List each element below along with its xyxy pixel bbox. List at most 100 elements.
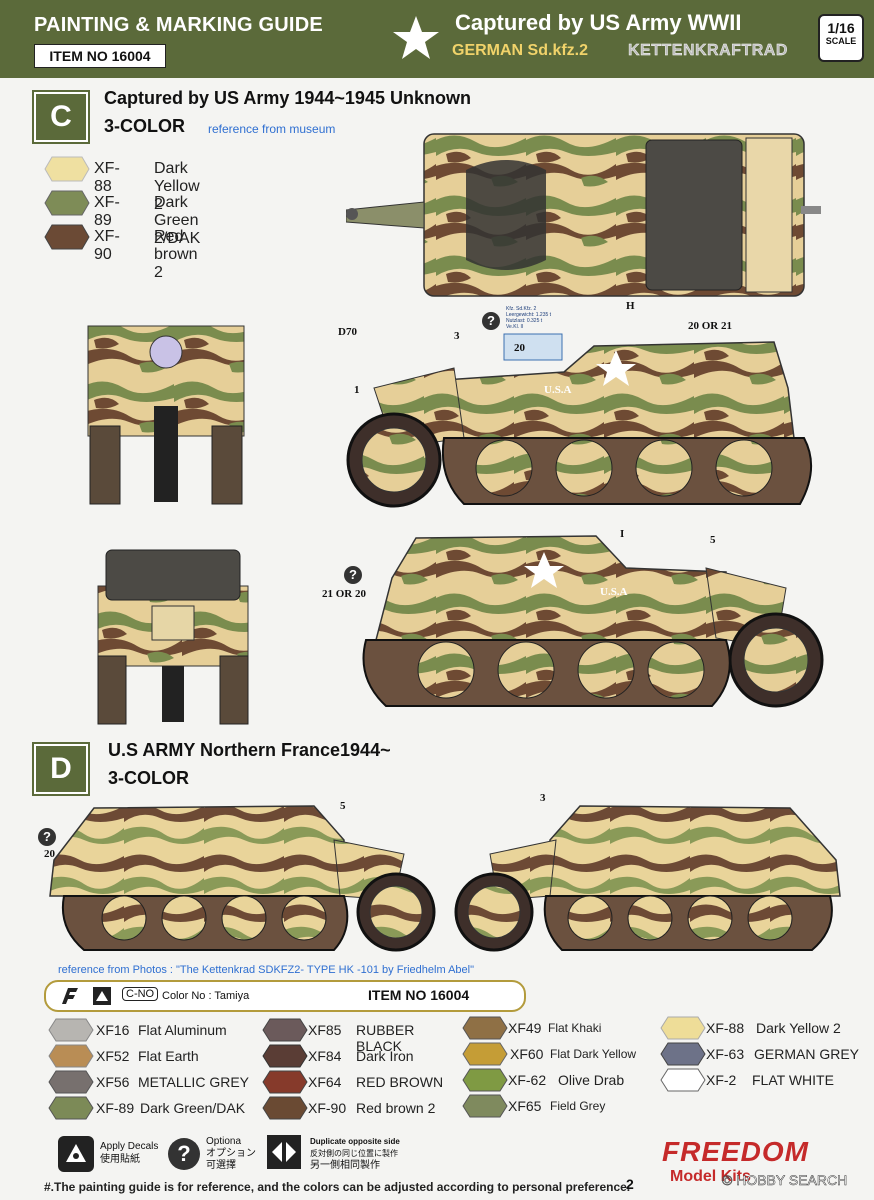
side-view-right-drawing bbox=[362, 535, 824, 708]
palette-column-1: XF16 Flat Aluminum XF52 Flat Earth XF56 … bbox=[48, 1018, 278, 1122]
scheme-d-title: U.S ARMY Northern France1944~ bbox=[108, 740, 391, 760]
apply-decals-en: Apply Decals bbox=[100, 1141, 159, 1152]
palette-code: XF16 bbox=[96, 1022, 130, 1038]
palette-name: Flat Khaki bbox=[548, 1021, 602, 1035]
optional-en: Optiona bbox=[206, 1136, 242, 1147]
palette-name: Dark Green/DAK bbox=[140, 1100, 246, 1116]
color-number-bar: C-NO Color No : Tamiya ITEM NO 16004 bbox=[44, 980, 526, 1012]
side-view-left-drawing bbox=[346, 333, 813, 508]
header-subtitle-name: KETTENKRAFTRAD bbox=[628, 42, 788, 59]
scale-value: 1/16 bbox=[827, 20, 855, 36]
data-plate: Kfz. Sd.Kfz. 2 Leergewicht: 1.235 t Nutz… bbox=[506, 306, 551, 330]
plate-line: Ve.Kl. II bbox=[506, 324, 524, 330]
label-usa: U.S.A bbox=[544, 384, 572, 396]
page-number: 2 bbox=[626, 1176, 634, 1192]
palette-name: Flat Dark Yellow bbox=[550, 1047, 637, 1061]
scheme-d-side-right-drawing bbox=[454, 805, 841, 952]
front-view-drawing bbox=[87, 325, 245, 505]
palette-item: XF52 Flat Earth bbox=[48, 1044, 278, 1070]
label-21-or-20: 21 OR 20 bbox=[322, 588, 366, 600]
duplicate-side-icon bbox=[266, 1134, 302, 1170]
color-swatch bbox=[462, 1016, 508, 1040]
palette-code: XF49 bbox=[508, 1020, 542, 1036]
label-3: 3 bbox=[454, 330, 460, 342]
palette-code: XF65 bbox=[508, 1098, 542, 1114]
optional-icon: ? bbox=[168, 1138, 200, 1170]
color-swatch bbox=[262, 1018, 308, 1042]
label-d-20: 20 bbox=[44, 848, 55, 860]
palette-code: XF-89 bbox=[96, 1100, 135, 1116]
optional-label: Optiona オプション 可選擇 bbox=[206, 1136, 256, 1172]
palette-name: Dark Iron bbox=[356, 1048, 414, 1064]
label-h: H bbox=[626, 300, 635, 312]
duplicate-jp: 反対側の同じ位置に製作 bbox=[310, 1149, 398, 1158]
legend-code: XF-90 bbox=[94, 228, 120, 263]
palette-item: XF60 Flat Dark Yellow bbox=[462, 1042, 662, 1068]
palette-item: XF84 Dark Iron bbox=[262, 1044, 462, 1070]
color-swatch bbox=[660, 1042, 706, 1066]
header-title: Captured by US Army WWII bbox=[455, 10, 742, 35]
palette-name: Flat Earth bbox=[138, 1048, 199, 1064]
star-icon bbox=[393, 16, 439, 59]
label-20: 20 bbox=[514, 342, 525, 354]
palette-item: XF16 Flat Aluminum bbox=[48, 1018, 278, 1044]
palette-name: RUBBER BLACK bbox=[356, 1022, 415, 1054]
palette-code: XF-63 bbox=[706, 1046, 745, 1062]
color-swatch bbox=[44, 156, 90, 182]
palette-code: XF-88 bbox=[706, 1020, 745, 1036]
scale-label: SCALE bbox=[825, 36, 857, 46]
legend-name: Dark Yellow 2 bbox=[154, 160, 200, 213]
palette-code: XF64 bbox=[308, 1074, 342, 1090]
color-swatch bbox=[262, 1044, 308, 1068]
palette-name: FLAT WHITE bbox=[752, 1072, 834, 1088]
legend-code: XF-88 bbox=[94, 160, 120, 195]
palette-item: XF-2 FLAT WHITE bbox=[660, 1068, 870, 1094]
color-swatch bbox=[660, 1068, 706, 1092]
optional-icon: ? bbox=[344, 566, 362, 584]
scheme-d-letter: D bbox=[32, 742, 90, 796]
scheme-c-subtitle: 3-COLOR bbox=[104, 116, 185, 136]
legend-name: Red brown 2 bbox=[154, 228, 198, 281]
palette-item: XF-63 GERMAN GREY bbox=[660, 1042, 870, 1068]
palette-item: XF56 METALLIC GREY bbox=[48, 1070, 278, 1096]
color-swatch bbox=[44, 224, 90, 250]
plate-line: Kfz. Sd.Kfz. 2 bbox=[506, 306, 537, 312]
color-swatch bbox=[462, 1042, 508, 1066]
legend-name: Dark Green 2/DAK bbox=[154, 194, 201, 247]
scheme-c-reference: reference from museum bbox=[208, 122, 336, 136]
color-swatch bbox=[44, 190, 90, 216]
color-swatch bbox=[48, 1018, 94, 1042]
rear-view-drawing bbox=[97, 549, 249, 725]
palette-item: XF85 RUBBER BLACK bbox=[262, 1018, 462, 1054]
palette-item: XF-90 Red brown 2 bbox=[262, 1096, 462, 1122]
footer-note: #.The painting guide is for reference, a… bbox=[44, 1180, 631, 1194]
label-1: 1 bbox=[354, 384, 360, 396]
item-number: ITEM NO 16004 bbox=[34, 44, 166, 68]
header-subtitle-model: GERMAN Sd.kfz.2 bbox=[452, 42, 589, 59]
palette-column-2: XF85 RUBBER BLACK XF84 Dark Iron XF64 RE… bbox=[262, 1018, 462, 1122]
optional-cn: 可選擇 bbox=[206, 1160, 236, 1171]
watermark: © HOBBY SEARCH bbox=[722, 1172, 848, 1189]
optional-jp: オプション bbox=[206, 1148, 256, 1159]
color-swatch bbox=[462, 1068, 508, 1092]
duplicate-cn: 另一側相同製作 bbox=[310, 1160, 380, 1171]
label-usa-right: U.S.A bbox=[600, 586, 628, 598]
palette-code: XF52 bbox=[96, 1048, 130, 1064]
palette-item: XF64 RED BROWN bbox=[262, 1070, 462, 1096]
color-bar-item-number: ITEM NO 16004 bbox=[368, 987, 470, 1003]
palette-name: GERMAN GREY bbox=[754, 1046, 860, 1062]
scheme-c-title: Captured by US Army 1944~1945 Unknown bbox=[104, 88, 471, 108]
color-swatch bbox=[462, 1094, 508, 1118]
palette-column-4: XF-88 Dark Yellow 2 XF-63 GERMAN GREY XF… bbox=[660, 1016, 870, 1094]
scheme-d-subtitle: 3-COLOR bbox=[108, 768, 189, 788]
c-no-badge: C-NO bbox=[122, 987, 159, 1001]
label-d-3: 3 bbox=[540, 792, 546, 804]
scheme-d-side-left-drawing bbox=[49, 805, 436, 952]
apply-decals-icon bbox=[58, 1136, 94, 1172]
duplicate-en: Duplicate opposite side bbox=[310, 1137, 400, 1146]
apply-decals-label: Apply Decals 使用貼紙 bbox=[100, 1140, 158, 1166]
palette-code: XF60 bbox=[510, 1046, 544, 1062]
freedom-logo-icon bbox=[62, 988, 78, 1004]
palette-name: Red brown 2 bbox=[356, 1100, 436, 1116]
top-view-drawing bbox=[346, 133, 821, 297]
